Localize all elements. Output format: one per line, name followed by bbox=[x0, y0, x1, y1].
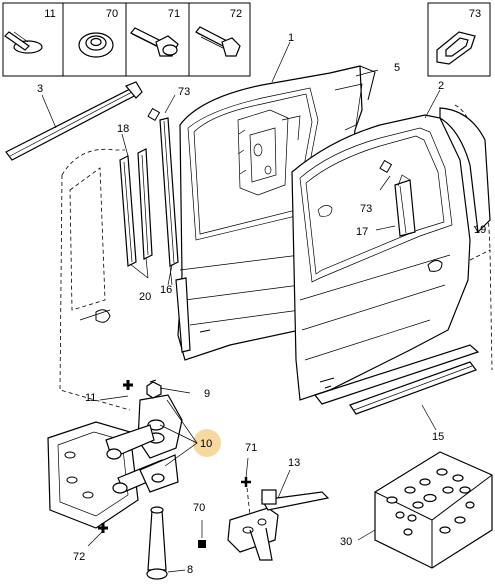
callout-73-front: 73 bbox=[178, 86, 190, 98]
callout-3: 3 bbox=[37, 83, 43, 95]
leader-lines bbox=[41, 41, 479, 431]
callout-9: 9 bbox=[204, 388, 210, 400]
svg-text:71: 71 bbox=[168, 8, 180, 20]
callout-10: 10 bbox=[200, 438, 212, 450]
callout-13: 13 bbox=[288, 457, 300, 469]
screw-icon bbox=[195, 26, 241, 57]
svg-text:70: 70 bbox=[106, 8, 118, 20]
callout-30: 30 bbox=[340, 536, 352, 548]
callout-71: 71 bbox=[245, 442, 257, 454]
callout-73-rear: 73 bbox=[360, 203, 372, 215]
legend-box-72: 72 bbox=[188, 2, 251, 77]
callout-72: 72 bbox=[73, 551, 85, 563]
nut-icon bbox=[78, 32, 114, 58]
part-2-rear-door bbox=[291, 114, 471, 401]
part-8-hinge-pin bbox=[146, 506, 186, 580]
callout-2: 2 bbox=[438, 80, 444, 92]
callout-labels: 1 2 3 5 8 9 10 11 13 15 16 17 18 19 20 3… bbox=[37, 32, 486, 576]
part-18-trim-strip bbox=[119, 148, 153, 267]
clip-icons bbox=[386, 468, 475, 536]
legend-box-70: 70 bbox=[62, 2, 127, 77]
part-30-fastener-kit-box bbox=[357, 451, 493, 569]
svg-text:72: 72 bbox=[230, 8, 242, 20]
legend-box-73: 73 bbox=[427, 2, 491, 77]
callout-11: 11 bbox=[85, 392, 96, 404]
svg-text:73: 73 bbox=[469, 8, 481, 20]
legend-box-71: 71 bbox=[125, 2, 190, 77]
part-15-sill-moulding bbox=[314, 344, 480, 415]
nut-70-marker bbox=[198, 540, 206, 548]
callout-5: 5 bbox=[394, 62, 400, 74]
callout-19: 19 bbox=[474, 224, 486, 236]
callout-16: 16 bbox=[160, 284, 172, 296]
part-3-window-seal-strip bbox=[5, 81, 143, 161]
part-16-glass-channel bbox=[159, 117, 179, 286]
svg-text:11: 11 bbox=[44, 8, 55, 20]
part-13-door-check-strap bbox=[198, 457, 330, 561]
callout-18: 18 bbox=[117, 123, 129, 135]
plug-icon bbox=[436, 31, 476, 65]
callout-70: 70 bbox=[193, 502, 205, 514]
callout-17: 17 bbox=[356, 226, 368, 238]
screw-washer-icon bbox=[4, 31, 43, 54]
highlight-marker bbox=[193, 429, 221, 457]
legend-box-11: 11 bbox=[2, 2, 64, 77]
part-1-front-door bbox=[175, 65, 376, 361]
bolt-icon bbox=[130, 27, 179, 57]
callout-20: 20 bbox=[139, 291, 151, 303]
callout-8: 8 bbox=[187, 564, 193, 576]
callout-1: 1 bbox=[288, 32, 294, 44]
part-10-door-hinge-assembly bbox=[47, 379, 221, 547]
callout-15: 15 bbox=[432, 431, 444, 443]
